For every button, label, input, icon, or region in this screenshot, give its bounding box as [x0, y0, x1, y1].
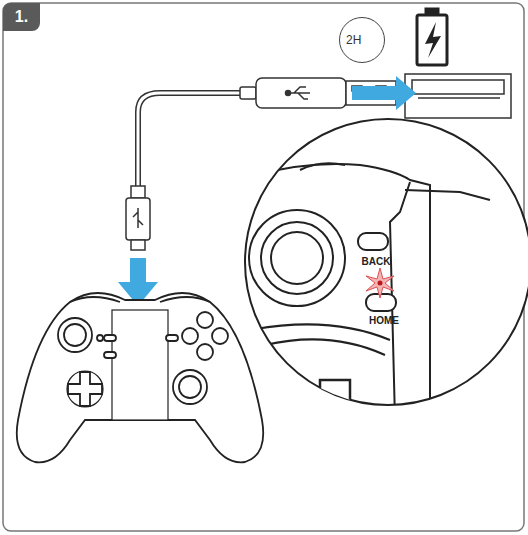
button-label: HOME: [369, 315, 399, 326]
cable-inner: [138, 93, 250, 190]
battery-icon: [417, 9, 447, 65]
step-tab: 1.: [3, 3, 40, 31]
micro-usb-plug: [126, 186, 150, 250]
usb-port: [405, 74, 511, 118]
node-text: 2H: [346, 33, 361, 47]
clock-icon: 2H: [339, 17, 385, 63]
insert-arrow: [352, 76, 416, 110]
button-label: BACK: [362, 256, 391, 267]
gamepad: [17, 293, 263, 462]
node-text: 1.: [15, 8, 28, 26]
cable: [138, 93, 250, 190]
zoom-inset: [240, 119, 528, 440]
